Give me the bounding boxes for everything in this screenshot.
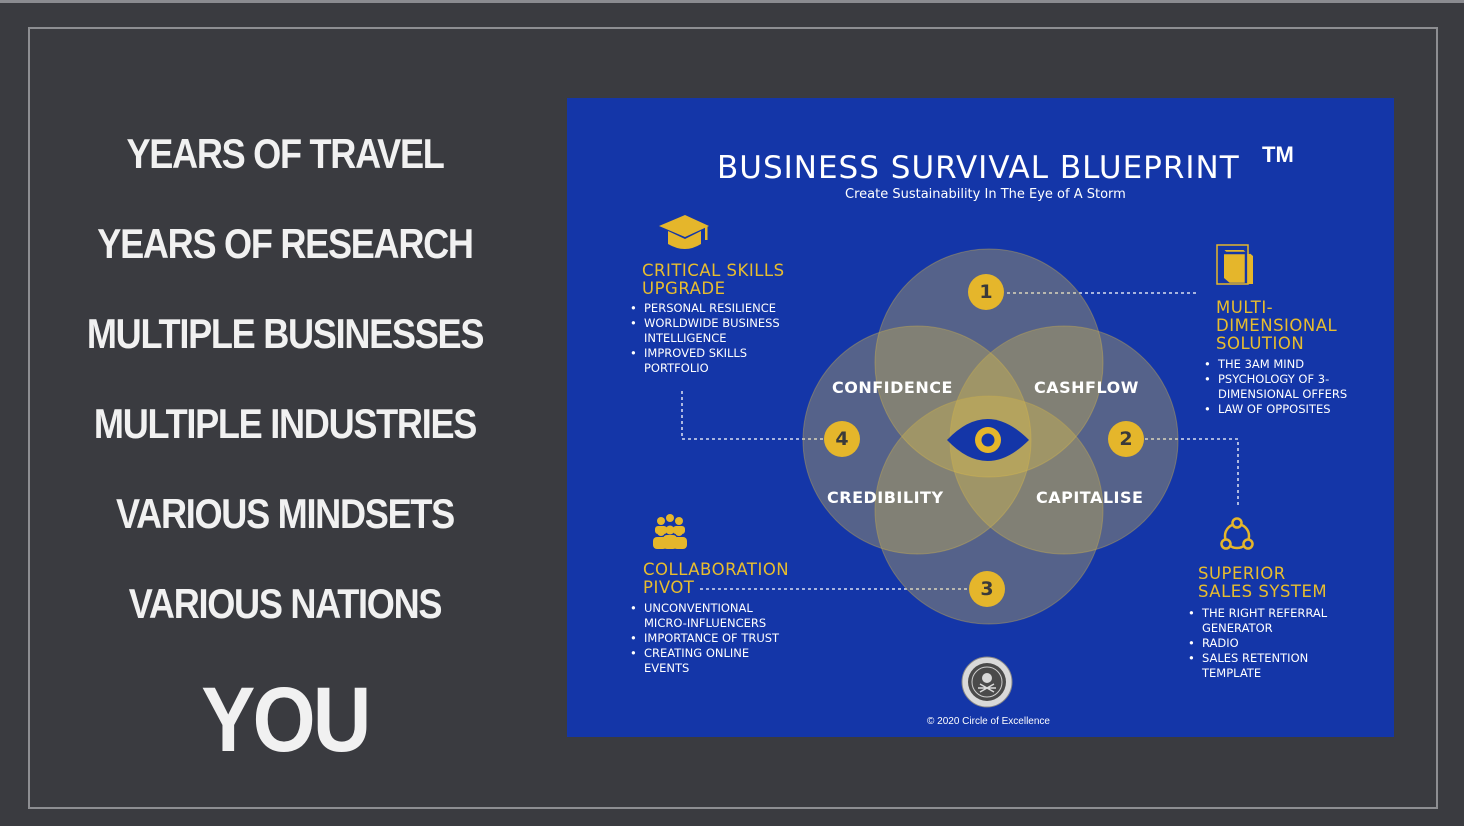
experience-item: MULTIPLE BUSINESSES [86, 310, 485, 357]
you-label: YOU [201, 669, 371, 771]
venn-label-confidence: CONFIDENCE [832, 378, 953, 397]
heading-line: UPGRADE [642, 279, 726, 298]
list-item: THE RIGHT REFERRAL [1188, 606, 1327, 621]
critical-skills-heading: CRITICAL SKILLS UPGRADE [642, 262, 785, 298]
critical-skills-list: PERSONAL RESILIENCE WORLDWIDE BUSINESS I… [630, 301, 780, 376]
multi-dimensional-heading: MULTI- DIMENSIONAL SOLUTION [1216, 299, 1337, 353]
top-divider [0, 0, 1464, 3]
network-icon [1220, 517, 1254, 550]
list-item: GENERATOR [1202, 621, 1273, 635]
team-icon [653, 514, 687, 549]
collaboration-heading: COLLABORATION PIVOT [643, 561, 789, 597]
list-item: IMPROVED SKILLS [630, 346, 780, 361]
venn-circle-cashflow [802, 325, 1032, 555]
collaboration-list: UNCONVENTIONAL MICRO-INFLUENCERS IMPORTA… [630, 601, 779, 676]
sales-system-list: THE RIGHT REFERRAL GENERATOR RADIO SALES… [1188, 606, 1327, 681]
heading-line: CRITICAL SKILLS [642, 261, 785, 280]
list-item: PERSONAL RESILIENCE [630, 301, 780, 316]
eye-icon [947, 419, 1029, 461]
heading-line: PIVOT [643, 578, 695, 597]
list-item: CREATING ONLINE [630, 646, 779, 661]
experience-item: VARIOUS NATIONS [128, 580, 443, 627]
heading-line: SUPERIOR [1198, 564, 1286, 583]
list-item: DIMENSIONAL OFFERS [1218, 387, 1348, 401]
experience-item: YEARS OF RESEARCH [97, 220, 474, 267]
step-badge-1: 1 [968, 274, 1004, 310]
list-item: RADIO [1188, 636, 1327, 651]
connector-lines [681, 292, 1239, 590]
blueprint-panel: BUSINESS SURVIVAL BLUEPRINT TM Create Su… [567, 98, 1394, 737]
cube-icon [1216, 244, 1253, 286]
heading-line: SALES SYSTEM [1198, 582, 1328, 601]
step-badge-2: 2 [1108, 421, 1144, 457]
heading-line: MULTI- [1216, 298, 1274, 317]
heading-line: SOLUTION [1216, 334, 1305, 353]
heading-line: COLLABORATION [643, 560, 790, 579]
experience-item: VARIOUS MINDSETS [116, 490, 455, 537]
list-item: PSYCHOLOGY OF 3- [1204, 372, 1347, 387]
connector-2 [1145, 438, 1239, 508]
graduation-cap-icon [659, 215, 709, 249]
blueprint-subtitle: Create Sustainability In The Eye of A St… [845, 187, 1126, 202]
step-badge-4: 4 [824, 421, 860, 457]
seal-logo [961, 656, 1013, 708]
experience-list: YEARS OF TRAVEL YEARS OF RESEARCH MULTIP… [40, 118, 530, 658]
list-item: THE 3AM MIND [1204, 357, 1347, 372]
list-item: IMPORTANCE OF TRUST [630, 631, 779, 646]
list-item: MICRO-INFLUENCERS [644, 616, 767, 630]
venn-label-cashflow: CASHFLOW [1034, 378, 1139, 397]
step-badge-3: 3 [969, 571, 1005, 607]
list-item: INTELLIGENCE [644, 331, 727, 345]
blueprint-title: BUSINESS SURVIVAL BLUEPRINT [717, 150, 1240, 186]
experience-item: YEARS OF TRAVEL [126, 130, 444, 177]
list-item: WORLDWIDE BUSINESS [630, 316, 780, 331]
list-item: EVENTS [644, 661, 690, 675]
experience-item: MULTIPLE INDUSTRIES [93, 400, 477, 447]
list-item: TEMPLATE [1202, 666, 1262, 680]
sales-system-heading: SUPERIOR SALES SYSTEM [1198, 565, 1327, 601]
list-item: PORTFOLIO [644, 361, 709, 375]
list-item: SALES RETENTION [1188, 651, 1327, 666]
venn-circle-confidence [874, 248, 1104, 478]
list-item: LAW OF OPPOSITES [1204, 402, 1347, 417]
heading-line: DIMENSIONAL [1216, 316, 1338, 335]
multi-dimensional-list: THE 3AM MIND PSYCHOLOGY OF 3- DIMENSIONA… [1204, 357, 1347, 417]
venn-label-credibility: CREDIBILITY [827, 488, 944, 507]
slide-frame [28, 27, 1438, 809]
copyright-text: © 2020 Circle of Excellence [927, 716, 1050, 727]
venn-circle-capitalise [874, 395, 1104, 625]
blueprint-graphics [653, 215, 1254, 708]
venn-label-capitalise: CAPITALISE [1036, 488, 1144, 507]
connector-4 [681, 388, 823, 440]
list-item: UNCONVENTIONAL [630, 601, 779, 616]
trademark-mark: TM [1262, 142, 1294, 167]
